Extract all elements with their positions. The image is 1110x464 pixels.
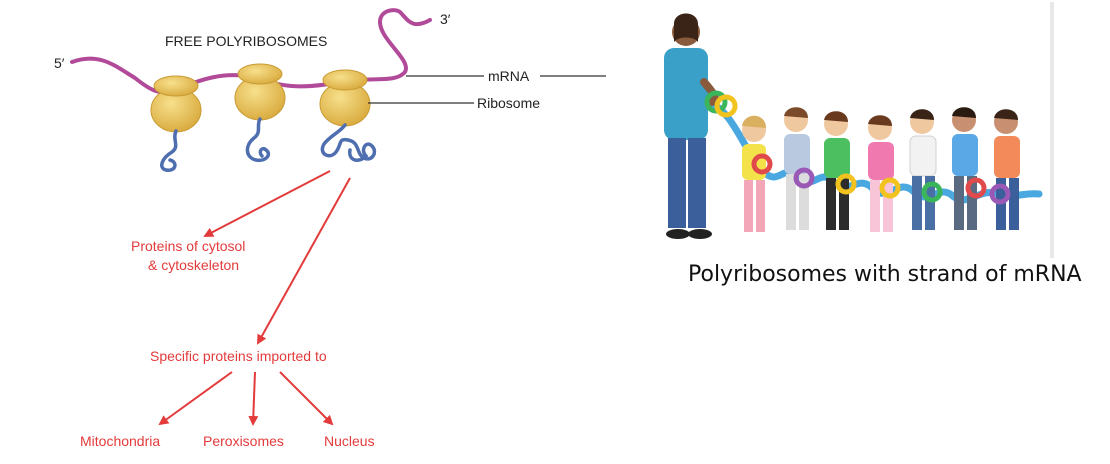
five-prime-label: 5′ [54,55,65,71]
cytosol-label-line1: Proteins of cytosol [131,238,245,254]
ring [835,173,857,195]
child-figure [868,115,894,232]
child-figure [824,111,850,230]
imported-label: Specific proteins imported to [150,348,327,364]
child-figure [909,109,937,230]
arrow-to-imported [257,177,351,345]
ring [989,183,1011,205]
ring [879,177,901,199]
mrna-label: mRNA [488,68,530,84]
target-nucleus: Nucleus [324,433,375,449]
child-figure [952,107,978,230]
arrow-to-cytosol [203,170,331,237]
ring [714,94,738,118]
child-figure [994,109,1020,230]
protein-chain [320,123,377,162]
children-rope-photo [654,2,1054,258]
polyribosome-diagram: FREE POLYRIBOSOMES 5′ 3′ mRNA Ribosome P… [54,8,606,449]
arrow-to-peroxisomes [248,371,259,426]
ribosome-label: Ribosome [477,95,540,111]
child-figure [784,107,810,230]
diagram-title: FREE POLYRIBOSOMES [165,33,327,49]
ribosome [319,69,371,127]
photo-caption: Polyribosomes with strand of mRNA [688,262,1082,287]
ring [793,167,815,189]
ribosome [234,63,286,121]
cytosol-label-line2: & cytoskeleton [148,257,239,273]
three-prime-label: 3′ [440,11,451,27]
ring [921,181,943,203]
ring [751,153,773,175]
arrow-to-mitochondria [158,371,233,426]
teacher-figure [664,13,719,239]
target-mitochondria: Mitochondria [80,433,160,449]
ring [965,177,987,199]
protein-chain [160,129,178,172]
children-illustration [664,2,1054,258]
arrow-to-nucleus [279,371,334,426]
ribosome [150,75,202,133]
protein-chain [245,117,271,163]
target-peroxisomes: Peroxisomes [203,433,284,449]
